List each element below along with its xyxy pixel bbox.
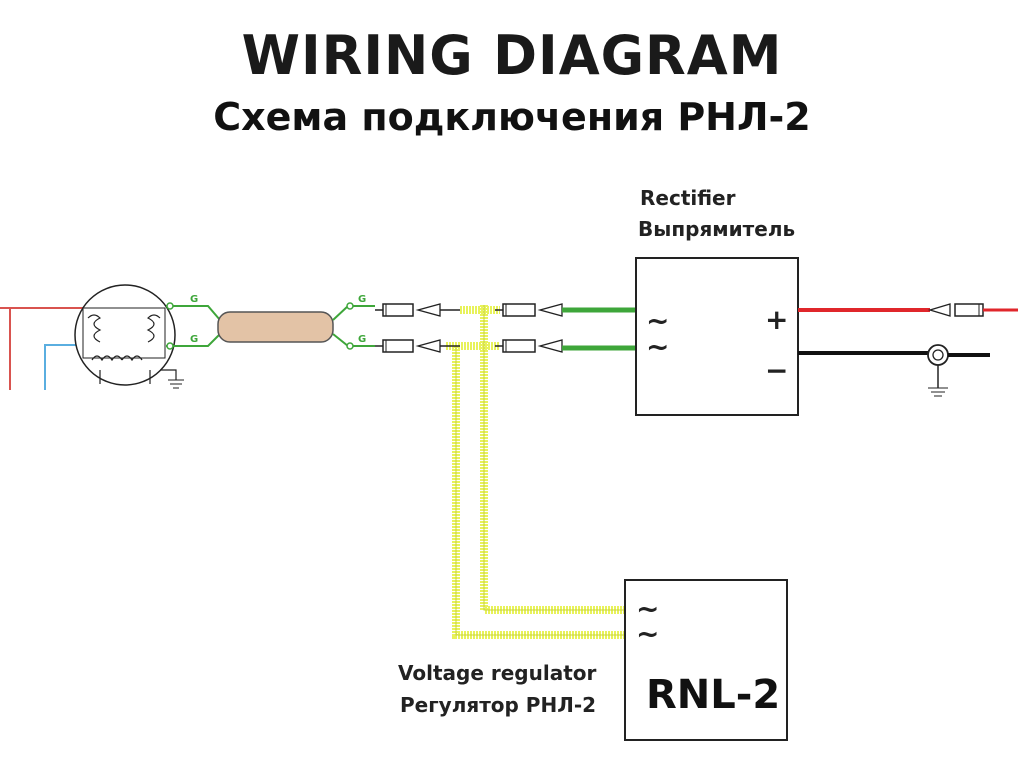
connector-upper-right — [495, 303, 563, 317]
positive-output-wire — [798, 303, 1018, 317]
diagram-title: WIRING DIAGRAM — [241, 24, 783, 87]
terminal-g-gen-upper: G — [190, 294, 198, 305]
harness-output-leads — [332, 302, 375, 350]
wire-harness — [217, 311, 334, 343]
rectifier-label-en: Rectifier — [640, 186, 736, 210]
terminal-g-harness-lower: G — [358, 334, 366, 345]
regulator-model-label: RNL-2 — [646, 672, 780, 718]
connector-upper-left — [375, 303, 460, 317]
terminal-g-gen-lower: G — [190, 334, 198, 345]
connector-lower-right — [495, 339, 563, 353]
connector-lower-left — [375, 339, 460, 353]
rectifier-box — [635, 257, 799, 416]
regulator-ac-symbol-1: ~ — [636, 592, 659, 625]
regulator-label-ru: Регулятор РНЛ-2 — [400, 693, 597, 717]
rectifier-ac-wires — [562, 307, 636, 351]
diagram-subtitle: Схема подключения РНЛ-2 — [213, 95, 811, 139]
regulator-wires — [446, 305, 630, 639]
rectifier-ac-symbol-2: ~ — [646, 330, 669, 363]
generator-leads — [166, 302, 221, 350]
regulator-label-en: Voltage regulator — [398, 661, 597, 685]
rectifier-label-ru: Выпрямитель — [638, 217, 796, 241]
terminal-g-harness-upper: G — [358, 294, 366, 305]
rectifier-plus-symbol: + — [765, 303, 788, 336]
regulator-ac-symbol-2: ~ — [636, 617, 659, 650]
regulator-box — [624, 579, 788, 741]
rectifier-ac-symbol-1: ~ — [646, 304, 669, 337]
rectifier-minus-symbol: − — [765, 354, 788, 387]
left-input-wires — [0, 307, 90, 390]
generator-symbol — [74, 284, 184, 389]
negative-output-wire — [798, 344, 990, 397]
